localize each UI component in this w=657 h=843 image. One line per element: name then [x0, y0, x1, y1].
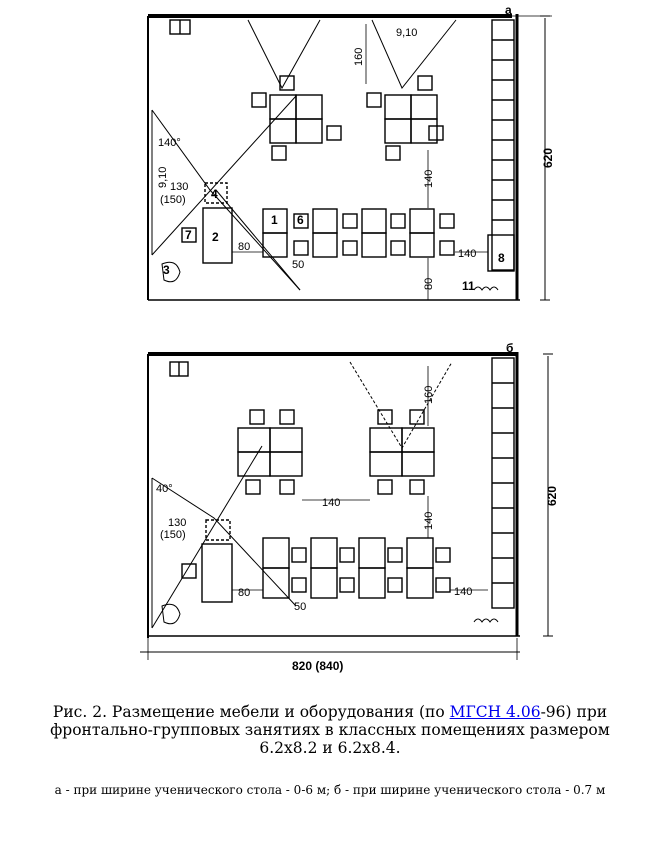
dim-130-b: 130 — [168, 517, 186, 529]
dim-50-a: 50 — [292, 259, 304, 271]
dim-620-a: 620 — [541, 148, 555, 168]
dim-140-right-b: 140 — [454, 586, 472, 598]
dim-130-a: 130 — [170, 181, 188, 193]
angle-140: 140° — [158, 137, 181, 149]
cabinet-8 — [487, 234, 515, 272]
dim-160-a: 160 — [353, 48, 365, 66]
plan-a-letter: а — [505, 3, 512, 17]
item-1: 1 — [271, 213, 278, 227]
cabinet-strip-a — [491, 19, 515, 271]
dim-620-b: 620 — [545, 486, 559, 506]
classroom-plan-b: б 620 160 40° 130 (150) 140 140 80 50 14… — [140, 341, 559, 673]
dim-80-b: 80 — [238, 587, 250, 599]
dim-width-b: 820 (840) — [292, 659, 343, 673]
dim-160-b: 160 — [423, 386, 435, 404]
dim-140-middle-b: 140 — [322, 497, 340, 509]
item-8: 8 — [498, 251, 505, 265]
figure-caption: Рис. 2. Размещение мебели и оборудования… — [40, 703, 620, 757]
caption-text-before: Рис. 2. Размещение мебели и оборудования… — [52, 703, 450, 721]
item-2: 2 — [212, 230, 219, 244]
item-7: 7 — [185, 228, 192, 242]
angle-40: 40° — [156, 483, 173, 495]
item-6: 6 — [297, 213, 304, 227]
dim-910-side: 9,10 — [157, 167, 169, 188]
plan-b-letter: б — [506, 341, 513, 355]
caption-link[interactable]: МГСН 4.06 — [449, 703, 541, 721]
teacher-desk-a — [202, 207, 233, 264]
caption-text-after: -96) при фронтально-групповых занятиях в… — [50, 703, 610, 757]
dim-140-vertical-b: 140 — [423, 512, 435, 530]
dim-80-a: 80 — [238, 241, 250, 253]
teacher-desk-b — [201, 543, 233, 603]
dim-140-vertical-a: 140 — [423, 170, 435, 188]
dim-80-bottom-a: 80 — [423, 278, 435, 290]
figure-note: а - при ширине ученического стола - 0-6 … — [54, 783, 606, 797]
dim-150-b: (150) — [160, 529, 186, 541]
dim-150-a: (150) — [160, 194, 186, 206]
item-4: 4 — [211, 187, 218, 201]
dim-140-right-a: 140 — [458, 248, 476, 260]
dim-910-top: 9,10 — [396, 27, 417, 39]
item-11: 11 — [462, 279, 475, 293]
classroom-plan-a: а 620 160 9,10 9,10 140° 130 (150) 140 8… — [147, 3, 555, 301]
dim-50-b: 50 — [294, 601, 306, 613]
item-3: 3 — [163, 263, 170, 277]
